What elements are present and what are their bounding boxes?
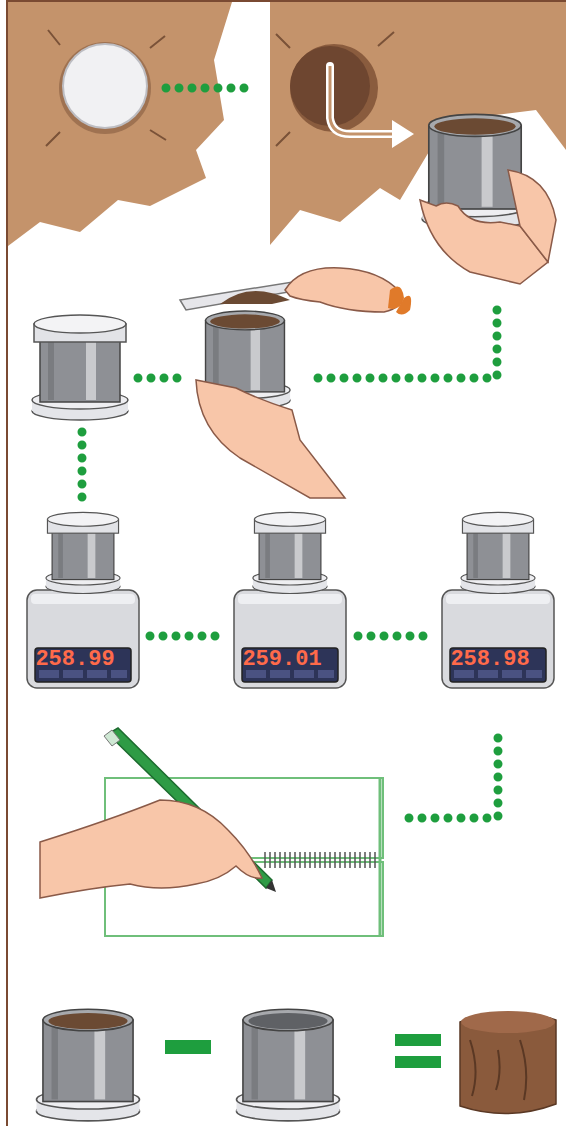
scale-reading: 258.98 <box>450 646 529 674</box>
scale-reading: 259.01 <box>242 646 321 674</box>
scale-reading: 258.99 <box>35 646 114 674</box>
